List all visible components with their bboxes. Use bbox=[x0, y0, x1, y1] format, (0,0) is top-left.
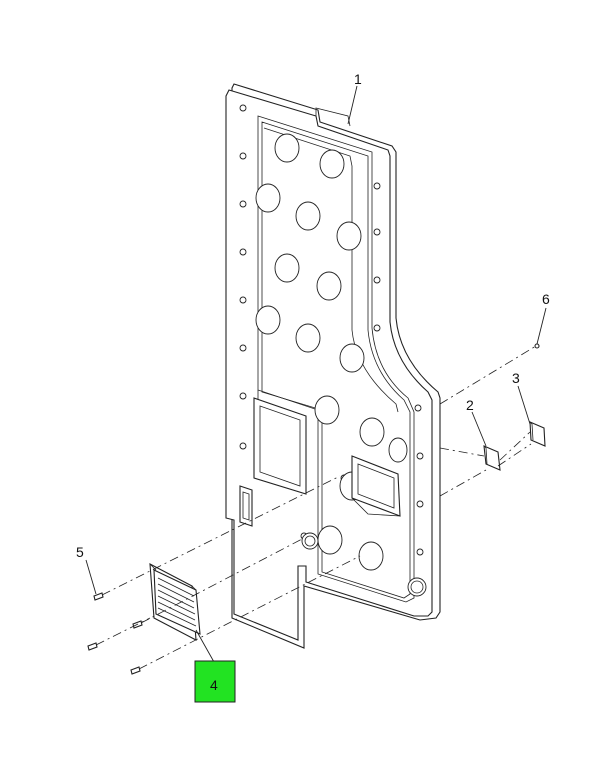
mount-hole bbox=[239, 152, 247, 160]
clip-part-3 bbox=[529, 421, 546, 447]
callout-3[interactable]: 3 bbox=[512, 370, 520, 386]
mount-hole bbox=[416, 452, 424, 460]
mount-hole bbox=[373, 276, 381, 284]
callout-highlight-box bbox=[194, 660, 236, 703]
callout-2[interactable]: 2 bbox=[466, 397, 474, 413]
mount-hole bbox=[239, 392, 247, 400]
callout-4[interactable]: 4 bbox=[210, 677, 218, 693]
mount-hole bbox=[239, 248, 247, 256]
mount-hole bbox=[416, 548, 424, 556]
mount-hole bbox=[373, 324, 381, 332]
mount-hole bbox=[239, 104, 247, 112]
panel-assembly bbox=[225, 83, 441, 649]
grommet-hole bbox=[301, 532, 319, 550]
access-cutout bbox=[253, 397, 307, 495]
assembly-lines bbox=[95, 345, 537, 670]
mount-hole bbox=[239, 296, 247, 304]
mount-hole bbox=[414, 404, 422, 412]
mount-hole bbox=[416, 500, 424, 508]
callout-1[interactable]: 1 bbox=[354, 71, 362, 87]
leader-lines bbox=[85, 85, 547, 663]
vent-grille-part-4 bbox=[149, 563, 201, 641]
mount-hole bbox=[373, 228, 381, 236]
mount-hole bbox=[239, 344, 247, 352]
mount-hole bbox=[239, 200, 247, 208]
mount-hole bbox=[239, 442, 247, 450]
mounting-slot bbox=[239, 485, 253, 527]
screws-part-5 bbox=[87, 592, 143, 675]
screw-part-6 bbox=[534, 343, 540, 349]
callout-6[interactable]: 6 bbox=[542, 291, 550, 307]
panel-inner-border bbox=[257, 115, 415, 603]
callout-5[interactable]: 5 bbox=[76, 544, 84, 560]
acoustic-pads bbox=[255, 133, 408, 571]
clip-part-2 bbox=[483, 445, 501, 471]
mount-hole bbox=[373, 182, 381, 190]
